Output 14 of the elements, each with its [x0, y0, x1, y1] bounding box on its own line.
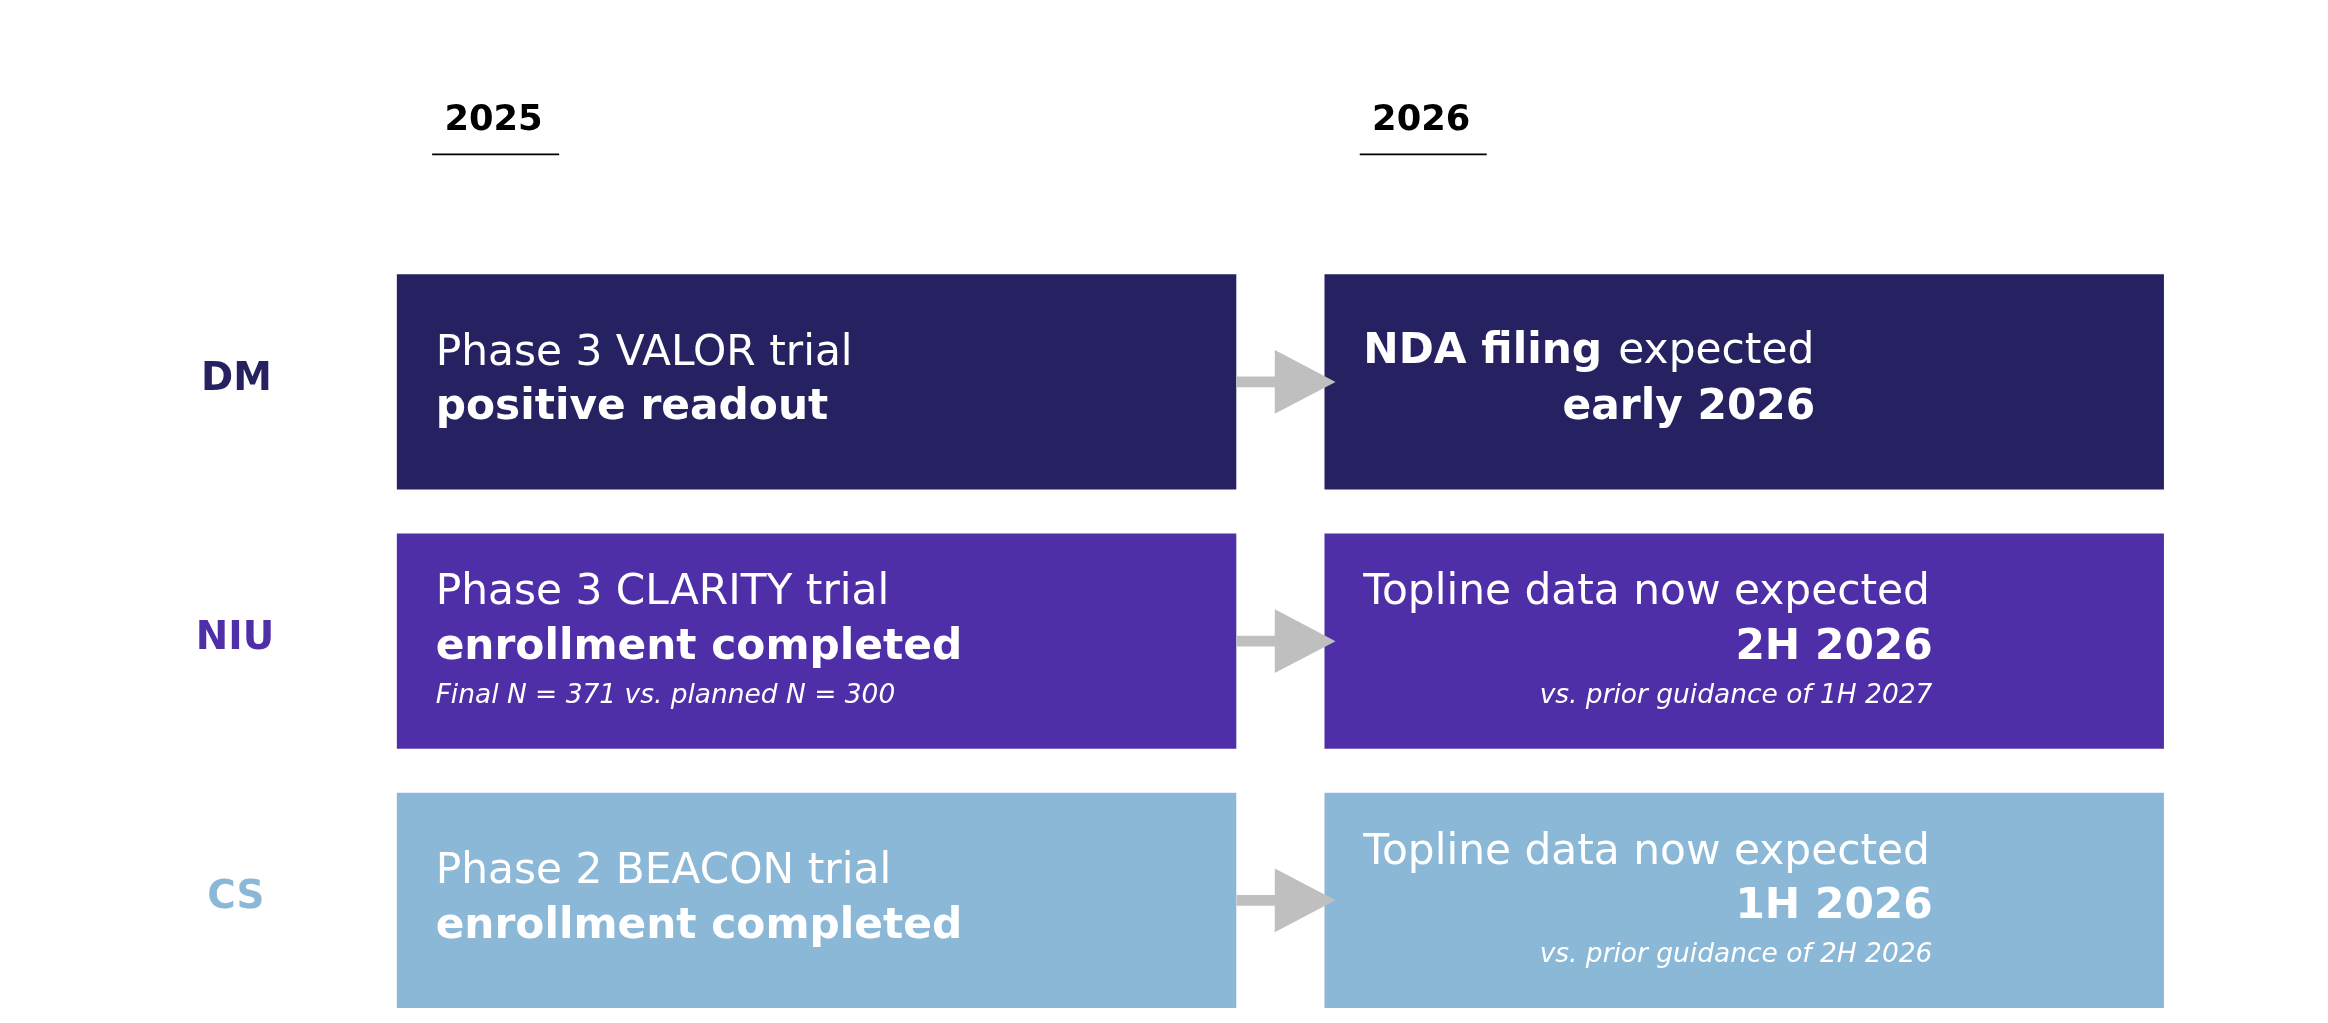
node-box: Topline data now expected 1H 2026 vs. prior guidance of 2H 2026 [1324, 792, 2164, 1008]
node-box: NDA filing expected early 2026 [1324, 274, 2164, 490]
node-box: Phase 2 BEACON trial enrollment completed [396, 792, 1237, 1008]
label: DM [201, 353, 272, 399]
label: 2026 [1372, 96, 1471, 138]
label: 2025 [444, 96, 543, 138]
node-box: Phase 3 VALOR trial positive readout [396, 274, 1237, 490]
arrow [1236, 349, 1336, 414]
node-box: Topline data now expected 2H 2026 vs. prior guidance of 1H 2027 [1324, 533, 2164, 749]
arrow [1236, 868, 1336, 933]
label: CS [207, 872, 265, 918]
label: NIU [195, 613, 275, 659]
arrow [1236, 609, 1336, 673]
node-box: Phase 3 CLARITY trial enrollment completed Final N = 371 vs. planned N = 300 [396, 533, 1237, 749]
